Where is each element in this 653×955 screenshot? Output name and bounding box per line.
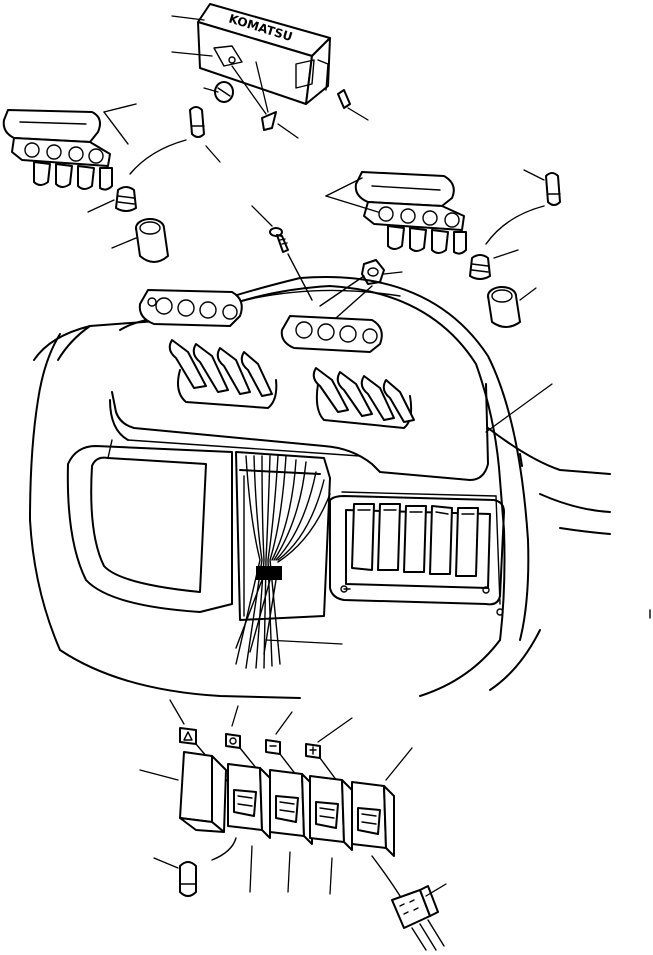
- callout-leaders: [88, 16, 552, 432]
- rocker-switch-1: [228, 764, 270, 838]
- switch-bank-openings: [352, 504, 478, 576]
- right-bulb: [546, 173, 560, 205]
- left-bulb: [190, 107, 204, 137]
- left-socket-cap: [136, 219, 168, 262]
- bottom-bulb: [180, 862, 196, 896]
- rocker-switch-4: [352, 782, 394, 856]
- right-socket-cap: [488, 287, 520, 327]
- left-switch-block: [4, 110, 112, 190]
- left-bulb-socket: [116, 187, 136, 211]
- unit-mounting-screw: [215, 82, 233, 102]
- dashboard-panel: [30, 277, 610, 698]
- rocker-switch-2: [270, 770, 312, 844]
- installed-switch-block-left: [140, 290, 272, 396]
- panel-screw: [270, 228, 288, 252]
- unit-clip: [262, 90, 350, 130]
- switch-caps-row: [180, 728, 320, 758]
- wiring-harness: [236, 456, 330, 668]
- switch-blank-plate: [180, 752, 226, 832]
- right-bulb-socket: [470, 255, 490, 279]
- right-switch-block: [356, 172, 466, 254]
- rocker-switch-3: [310, 776, 352, 850]
- installed-switch-block-right: [282, 316, 414, 422]
- wire-connector: [392, 886, 444, 950]
